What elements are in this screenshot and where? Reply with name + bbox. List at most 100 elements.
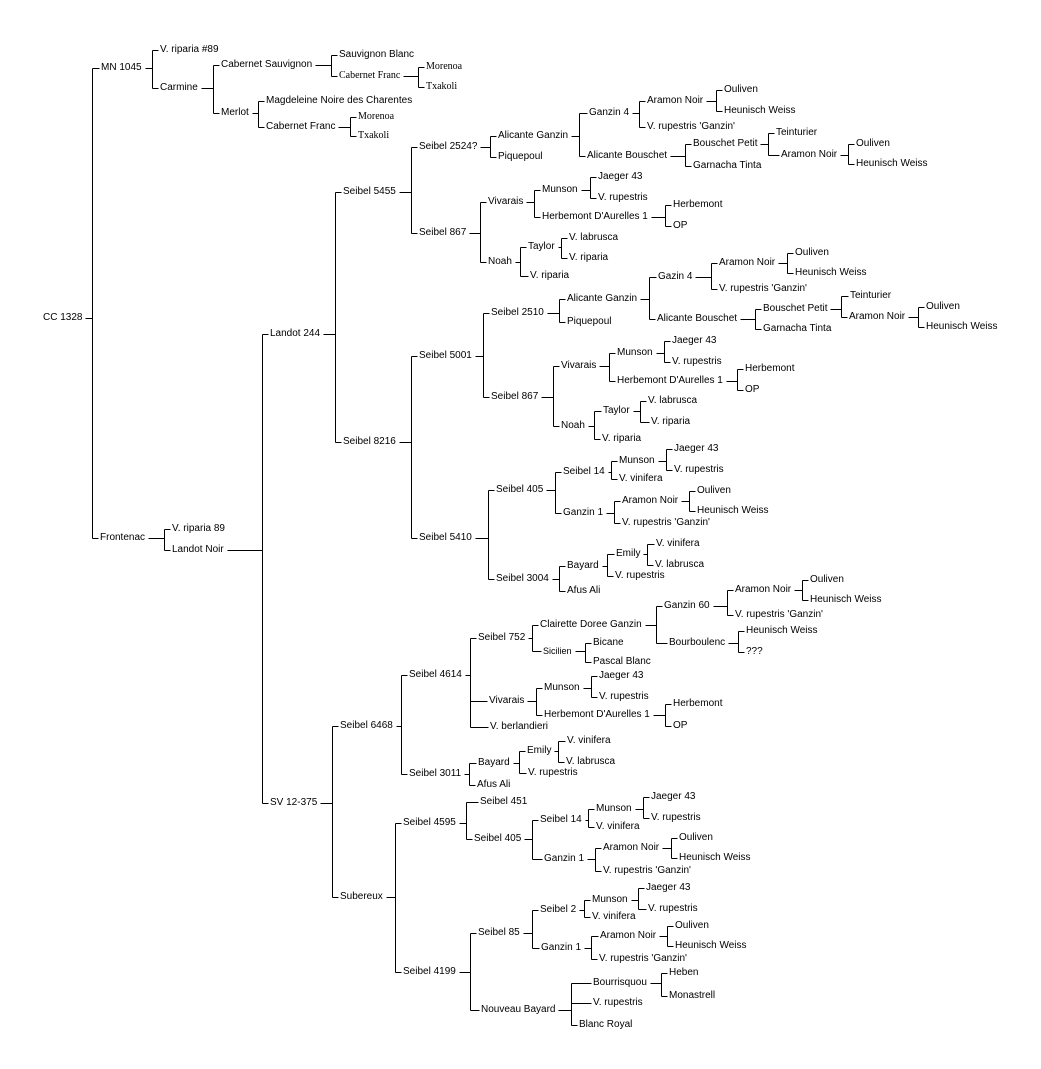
node-landot-noir: Landot Noir xyxy=(171,544,225,556)
node-herbemont: Herbemont xyxy=(672,199,724,211)
node-landot-244: Landot 244 xyxy=(269,328,322,340)
node-herbemont: Herbemont xyxy=(672,698,724,710)
node-v-rupestris: V. rupestris xyxy=(614,570,666,582)
node-ouliven: Ouliven xyxy=(925,301,961,313)
node-txakoli: Txakoli xyxy=(425,81,459,93)
node-nouveau-bayard: Nouveau Bayard xyxy=(480,1004,557,1016)
node-txakoli: Txakoli xyxy=(357,130,391,142)
node-ouliven: Ouliven xyxy=(674,920,710,932)
node-gazin-4: Gazin 4 xyxy=(657,271,694,283)
node-piquepoul: Piquepoul xyxy=(497,151,544,163)
node-aramon-noir: Aramon Noir xyxy=(718,257,777,269)
node-jaeger-43: Jaeger 43 xyxy=(597,171,644,183)
node-sauvignon-blanc: Sauvignon Blanc xyxy=(338,49,416,61)
node-cabernet-franc: Cabernet Franc xyxy=(338,70,402,82)
node-seibel-4614: Seibel 4614 xyxy=(408,669,463,681)
node-v-rupestris: V. rupestris xyxy=(598,691,650,703)
node-ganzin-1: Ganzin 1 xyxy=(540,942,583,954)
node-seibel-5410: Seibel 5410 xyxy=(418,532,473,544)
node-v-rupestris-ganzin: V. rupestris 'Ganzin' xyxy=(602,865,692,877)
node-seibel-8216: Seibel 8216 xyxy=(342,436,397,448)
node-bourboulenc: Bourboulenc xyxy=(668,637,727,649)
node-v-rupestris: V. rupestris xyxy=(647,903,699,915)
node-merlot: Merlot xyxy=(220,107,250,119)
node-aramon-noir: Aramon Noir xyxy=(621,495,680,507)
node-ganzin-60: Ganzin 60 xyxy=(663,600,711,612)
node-v-rupestris: V. rupestris xyxy=(671,356,723,368)
node-herbemont-d-aurelles-1: Herbemont D'Aurelles 1 xyxy=(541,211,649,223)
node-v-rupestris-ganzin: V. rupestris 'Ganzin' xyxy=(718,283,808,295)
node-teinturier: Teinturier xyxy=(849,290,893,302)
node-v-rupestris-ganzin: V. rupestris 'Ganzin' xyxy=(621,517,711,529)
node-seibel-5455: Seibel 5455 xyxy=(342,186,397,198)
node-vivarais: Vivarais xyxy=(487,196,525,208)
node-alicante-bouschet: Alicante Bouschet xyxy=(586,150,669,162)
node-v-labrusca: V. labrusca xyxy=(565,756,617,768)
node-ganzin-1: Ganzin 1 xyxy=(543,853,586,865)
node-aramon-noir: Aramon Noir xyxy=(599,930,658,942)
node-v-riparia: V. riparia xyxy=(568,252,610,264)
node-seibel-14: Seibel 14 xyxy=(562,466,606,478)
node-v-labrusca: V. labrusca xyxy=(647,395,699,407)
node-morenoa: Morenoa xyxy=(425,61,464,73)
node-heunisch-weiss: Heunisch Weiss xyxy=(678,852,752,864)
node-op: OP xyxy=(744,384,761,396)
node-seibel-2524: Seibel 2524? xyxy=(418,141,479,153)
node-v-riparia-89: V. riparia #89 xyxy=(159,44,220,56)
node-aramon-noir: Aramon Noir xyxy=(646,95,705,107)
node-emily: Emily xyxy=(615,548,642,560)
node-alicante-ganzin: Alicante Ganzin xyxy=(497,130,570,142)
node-seibel-14: Seibel 14 xyxy=(539,814,583,826)
node-noah: Noah xyxy=(560,420,586,432)
node-vivarais: Vivarais xyxy=(488,695,526,707)
node-heunisch-weiss: Heunisch Weiss xyxy=(855,158,929,170)
node-seibel-451: Seibel 451 xyxy=(479,796,529,808)
node-monastrell: Monastrell xyxy=(668,990,717,1002)
node-noah: Noah xyxy=(487,256,513,268)
node-seibel-3004: Seibel 3004 xyxy=(495,573,550,585)
node-aramon-noir: Aramon Noir xyxy=(602,842,661,854)
node-taylor: Taylor xyxy=(527,241,556,253)
node-mn-1045: MN 1045 xyxy=(100,62,143,74)
node-munson: Munson xyxy=(616,347,654,359)
node-v-vinifera: V. vinifera xyxy=(566,735,612,747)
node-seibel-4199: Seibel 4199 xyxy=(402,966,457,978)
node-alicante-ganzin: Alicante Ganzin xyxy=(566,293,639,305)
node-v-rupestris: V. rupestris xyxy=(527,767,579,779)
node-v-rupestris-ganzin: V. rupestris 'Ganzin' xyxy=(734,609,824,621)
node-garnacha-tinta: Garnacha Tinta xyxy=(762,323,833,335)
node-ouliven: Ouliven xyxy=(794,247,830,259)
node-v-berlandieri: V. berlandieri xyxy=(489,721,550,733)
node-munson: Munson xyxy=(595,803,633,815)
node-bouschet-petit: Bouschet Petit xyxy=(692,138,759,150)
node-v-rupestris: V. rupestris xyxy=(597,192,649,204)
node-seibel-6468: Seibel 6468 xyxy=(339,720,394,732)
node-ganzin-4: Ganzin 4 xyxy=(588,107,631,119)
node-magdeleine-noire-des-charentes: Magdeleine Noire des Charentes xyxy=(265,95,414,107)
node-munson: Munson xyxy=(618,455,656,467)
node-taylor: Taylor xyxy=(602,405,631,417)
node-herbemont-d-aurelles-1: Herbemont D'Aurelles 1 xyxy=(616,375,724,387)
node-herbemont: Herbemont xyxy=(744,363,796,375)
node-v-riparia: V. riparia xyxy=(601,433,643,445)
node-jaeger-43: Jaeger 43 xyxy=(598,670,645,682)
node-munson: Munson xyxy=(591,894,629,906)
node-seibel-867: Seibel 867 xyxy=(418,227,468,239)
node-seibel-3011: Seibel 3011 xyxy=(408,768,463,780)
node-heunisch-weiss: Heunisch Weiss xyxy=(745,625,819,637)
node-heunisch-weiss: Heunisch Weiss xyxy=(674,940,748,952)
node-sv-12-375: SV 12-375 xyxy=(269,797,319,809)
node-bourrisquou: Bourrisquou xyxy=(592,977,648,989)
node-v-vinifera: V. vinifera xyxy=(655,538,701,550)
node-heunisch-weiss: Heunisch Weiss xyxy=(696,505,770,517)
node-heunisch-weiss: Heunisch Weiss xyxy=(809,594,883,606)
node-heunisch-weiss: Heunisch Weiss xyxy=(925,321,999,333)
node-blanc-royal: Blanc Royal xyxy=(578,1019,634,1031)
node-v-rupestris: V. rupestris xyxy=(650,812,702,824)
node-v-riparia: V. riparia xyxy=(529,270,571,282)
node-piquepoul: Piquepoul xyxy=(566,316,613,328)
node-ouliven: Ouliven xyxy=(723,84,759,96)
node-cabernet-sauvignon: Cabernet Sauvignon xyxy=(220,59,314,71)
node-ouliven: Ouliven xyxy=(678,832,714,844)
